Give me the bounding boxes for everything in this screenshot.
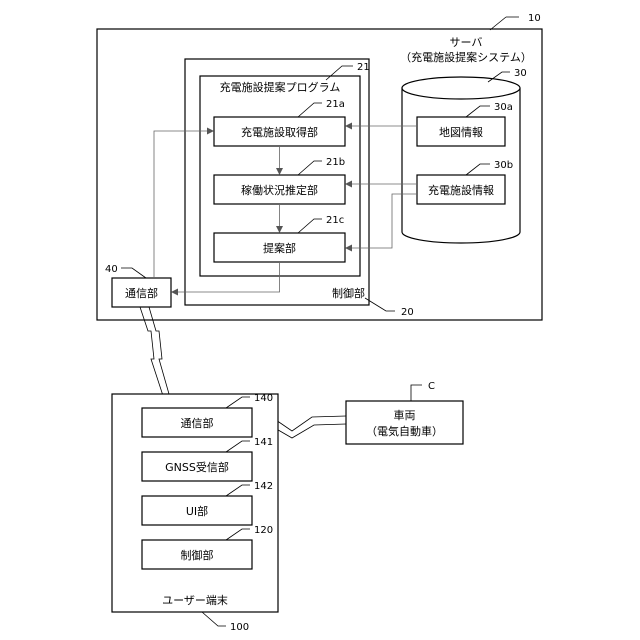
server-comm-label: 通信部: [125, 286, 158, 300]
server-ref: 10: [528, 13, 541, 24]
unit-estimation-label: 稼働状況推定部: [241, 183, 318, 197]
server-ref-leader: [490, 17, 519, 30]
terminal-unit-control-ref: 120: [254, 525, 273, 536]
terminal-unit-ui-ref: 142: [254, 481, 273, 492]
terminal-unit-control-label: 制御部: [181, 548, 214, 562]
terminal-unit-ui-label: UI部: [186, 504, 208, 518]
terminal-unit-comm-ref: 140: [254, 393, 273, 404]
terminal-unit-gnss-ref: 141: [254, 437, 273, 448]
wireless-link-terminal-vehicle: [273, 416, 346, 438]
vehicle-label: 車両: [394, 408, 416, 422]
unit-proposal-label: 提案部: [263, 241, 296, 255]
db-item-map-ref: 30a: [494, 102, 513, 113]
vehicle-ref: C: [428, 381, 435, 392]
control-label: 制御部: [332, 286, 365, 300]
server-comm-ref: 40: [105, 264, 118, 275]
unit-acquisition-ref: 21a: [326, 99, 345, 110]
db-item-map-label: 地図情報: [439, 126, 483, 139]
terminal-ref-leader: [202, 612, 226, 626]
terminal-ref: 100: [230, 622, 249, 633]
terminal-unit-gnss-label: GNSS受信部: [165, 460, 229, 474]
terminal-unit-comm-label: 通信部: [181, 416, 214, 430]
terminal-label: ユーザー端末: [162, 593, 228, 607]
wireless-link-server-terminal: [140, 307, 173, 408]
server-subtitle: （充電施設提案システム）: [400, 50, 532, 64]
control-ref: 20: [401, 307, 414, 318]
database-ref: 30: [514, 68, 527, 79]
vehicle-sublabel: （電気自動車）: [366, 424, 443, 438]
server-title: サーバ: [450, 36, 483, 49]
db-item-facility-label: 充電施設情報: [428, 183, 494, 197]
program-ref: 21: [357, 62, 370, 73]
vehicle-ref-leader: [411, 385, 422, 401]
unit-acquisition-label: 充電施設取得部: [241, 125, 318, 139]
program-title: 充電施設提案プログラム: [220, 80, 341, 94]
unit-estimation-ref: 21b: [326, 157, 345, 168]
unit-proposal-ref: 21c: [326, 215, 344, 226]
db-item-facility-ref: 30b: [494, 160, 513, 171]
